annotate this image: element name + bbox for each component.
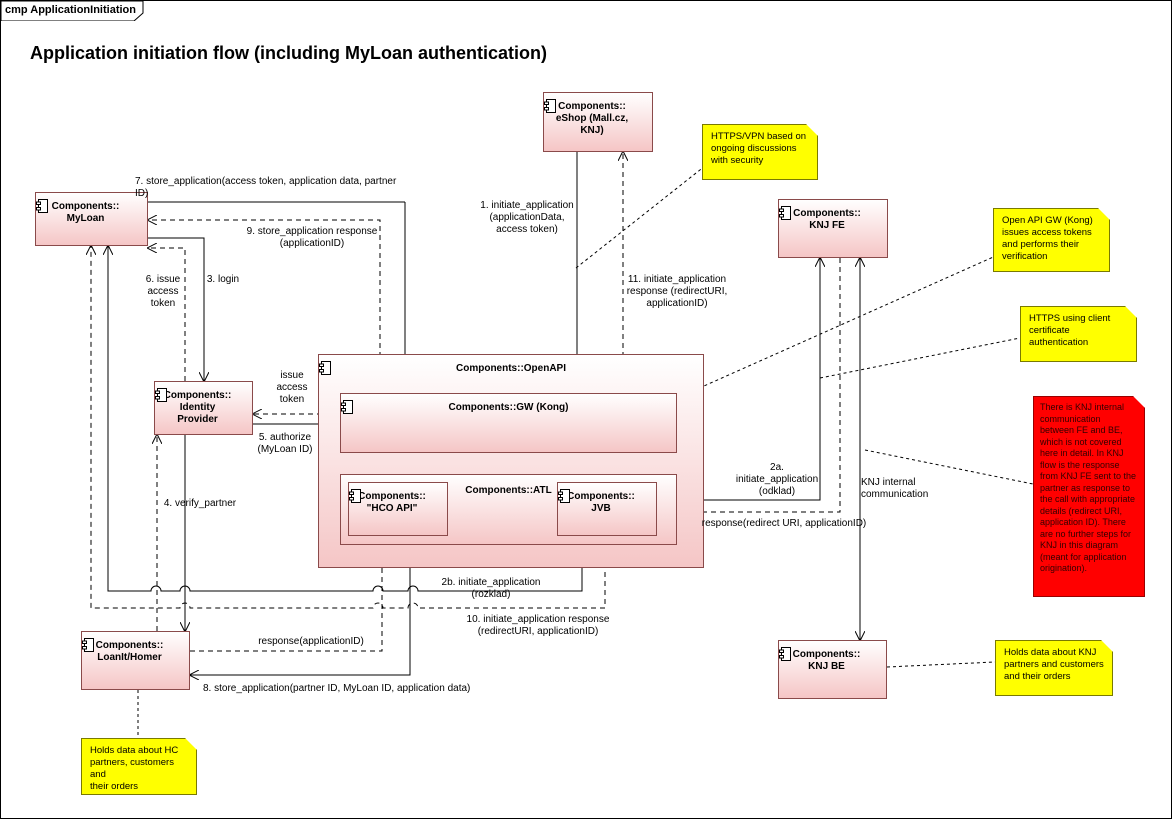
label-m3: 3. login bbox=[206, 274, 240, 285]
flow-2b bbox=[108, 246, 583, 592]
note-knj-internal: There is KNJ internal communication betw… bbox=[1033, 396, 1145, 597]
diagram-title: Application initiation flow (including M… bbox=[30, 43, 547, 63]
flow-3 bbox=[148, 237, 204, 381]
flow-response-app bbox=[190, 536, 382, 652]
note-knj-be-data: Holds data about KNJ partners and custom… bbox=[995, 640, 1113, 696]
component-knj-be[interactable]: Components:: KNJ BE bbox=[778, 640, 887, 699]
component-label: Components:: JVB bbox=[567, 491, 635, 514]
component-loanit-homer[interactable]: Components:: LoanIt/Homer bbox=[81, 631, 190, 690]
flow-2a bbox=[657, 258, 820, 501]
label-m4: 4. verify_partner bbox=[163, 498, 237, 509]
label-issue-token: issue access token bbox=[276, 370, 308, 405]
component-label: Components::OpenAPI bbox=[456, 363, 566, 374]
component-label: Components:: MyLoan bbox=[51, 201, 120, 224]
component-identity-provider[interactable]: Components:: Identity Provider bbox=[154, 381, 253, 435]
flow-response-redirect bbox=[657, 258, 841, 512]
component-label: Components::ATL bbox=[465, 485, 552, 496]
label-knj-internal-comm: KNJ internal communication bbox=[861, 477, 929, 500]
label-m9: 9. store_application response (applicati… bbox=[246, 226, 378, 249]
component-icon bbox=[155, 388, 167, 402]
component-knj-fe[interactable]: Components:: KNJ FE bbox=[778, 199, 888, 258]
label-m11: 11. initiate_application response (redir… bbox=[626, 274, 728, 309]
note-https-client-cert: HTTPS using client certificate authentic… bbox=[1020, 306, 1137, 362]
flow-8 bbox=[190, 536, 411, 675]
flow-10 bbox=[91, 246, 606, 609]
component-gw-kong[interactable]: Components::GW (Kong) bbox=[340, 393, 677, 453]
label-m6: 6. issue access token bbox=[145, 274, 181, 309]
component-icon bbox=[779, 647, 791, 661]
component-myloan[interactable]: Components:: MyLoan bbox=[35, 192, 148, 246]
label-m10: 10. initiate_application response (redir… bbox=[466, 614, 610, 637]
component-label: Components::GW (Kong) bbox=[448, 402, 569, 413]
component-icon bbox=[544, 99, 556, 113]
component-icon bbox=[558, 489, 570, 503]
component-icon bbox=[82, 638, 94, 652]
label-m1: 1. initiate_application (applicationData… bbox=[480, 200, 574, 235]
component-icon bbox=[319, 361, 331, 375]
label-m5: 5. authorize (MyLoan ID) bbox=[257, 432, 313, 455]
flow-6 bbox=[148, 248, 186, 381]
component-label: Components:: LoanIt/Homer bbox=[95, 640, 164, 663]
component-eshop[interactable]: Components:: eShop (Mall.cz, KNJ) bbox=[543, 92, 653, 152]
component-icon bbox=[779, 206, 791, 220]
label-m7: 7. store_application(access token, appli… bbox=[135, 176, 397, 199]
label-m2a: 2a. initiate_application (odklad) bbox=[735, 462, 819, 497]
label-m2b: 2b. initiate_application (rozklad) bbox=[441, 577, 541, 600]
label-m8: 8. store_application(partner ID, MyLoan … bbox=[203, 683, 471, 694]
flow-9 bbox=[148, 220, 381, 393]
note-hc-data: Holds data about HC partners, customers … bbox=[81, 738, 197, 795]
component-label: Components:: KNJ FE bbox=[793, 208, 861, 231]
component-label: Components:: Identity Provider bbox=[163, 390, 232, 425]
component-label: Components:: KNJ BE bbox=[792, 649, 861, 672]
component-label: Components:: "HCO API" bbox=[358, 491, 426, 514]
note-https-vpn: HTTPS/VPN based on ongoing discussions w… bbox=[702, 124, 818, 180]
component-hco-api[interactable]: Components:: "HCO API" bbox=[348, 482, 448, 536]
frame-tab bbox=[1, 1, 144, 21]
component-label: Components:: eShop (Mall.cz, KNJ) bbox=[555, 101, 629, 136]
note-open-api-gw: Open API GW (Kong) issues access tokens … bbox=[993, 208, 1110, 272]
label-response-app: response(applicationID) bbox=[258, 636, 364, 647]
component-jvb[interactable]: Components:: JVB bbox=[557, 482, 657, 536]
component-icon bbox=[349, 489, 361, 503]
label-response-redirect: response(redirect URI, applicationID) bbox=[701, 518, 867, 529]
frame-label: cmp ApplicationInitiation bbox=[5, 4, 136, 16]
component-icon bbox=[36, 199, 48, 213]
component-icon bbox=[341, 400, 353, 414]
